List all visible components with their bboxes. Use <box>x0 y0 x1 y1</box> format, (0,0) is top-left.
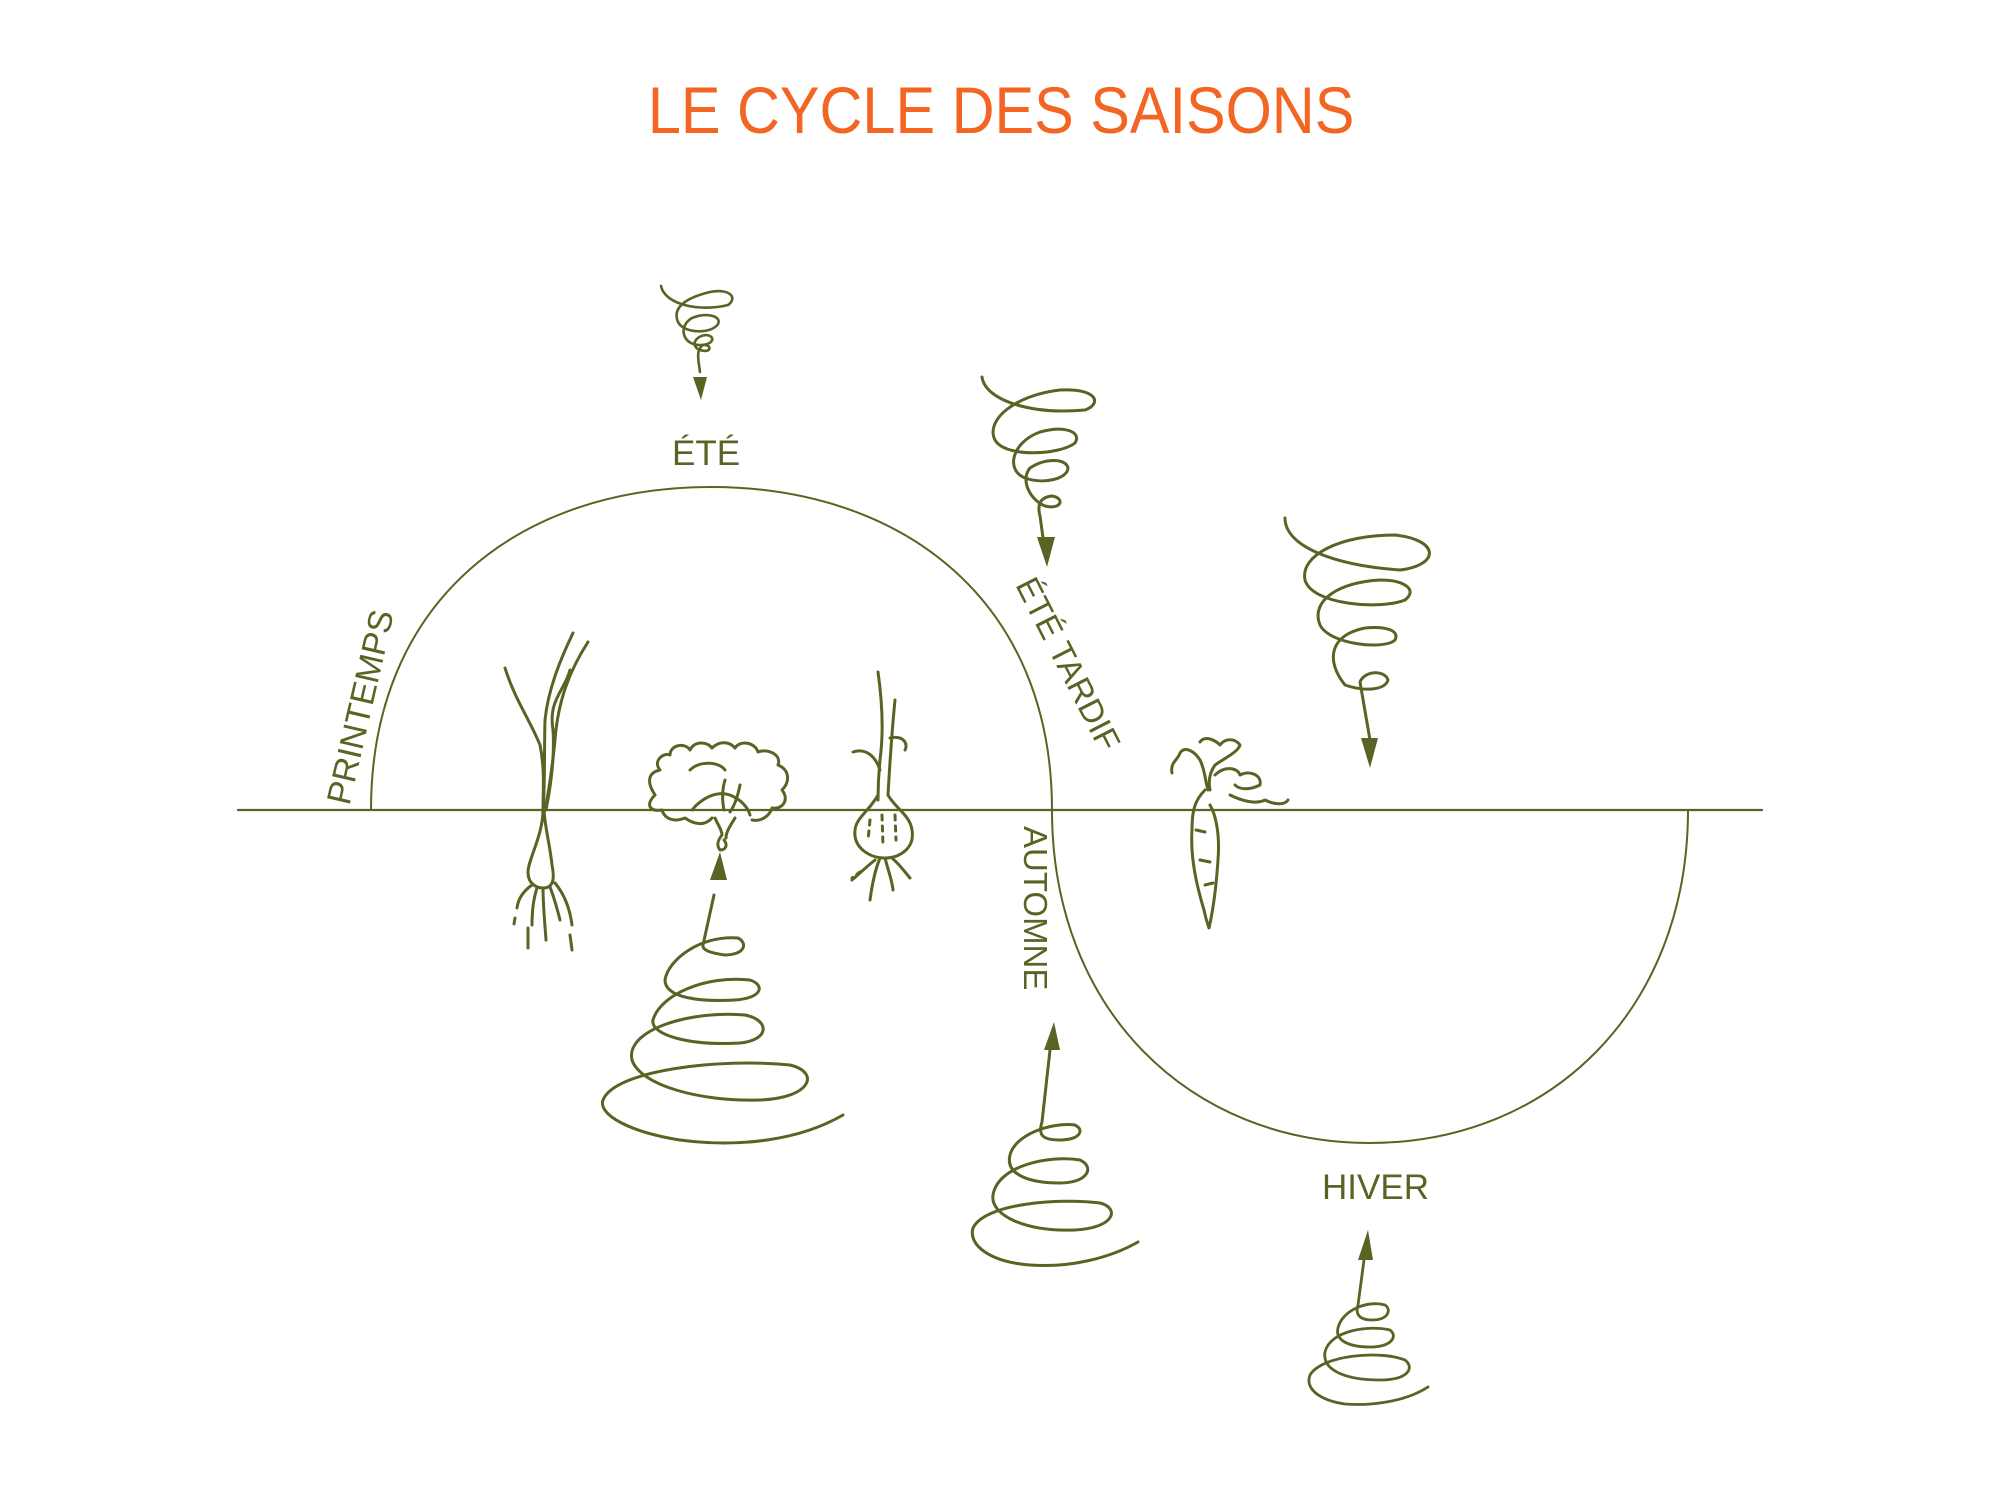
carrot-icon <box>1170 737 1290 930</box>
hiver-top-spiral-icon <box>1283 516 1431 768</box>
hiver-bottom-spiral-icon <box>1307 1230 1430 1406</box>
ete-spiral-icon <box>659 284 734 400</box>
leek-icon <box>503 631 590 952</box>
season-label-ete: ÉTÉ <box>672 434 741 473</box>
summer-arc <box>370 486 1053 811</box>
garlic-icon <box>850 670 914 902</box>
season-label-hiver: HIVER <box>1322 1168 1429 1207</box>
diagram-title: LE CYCLE DES SAISONS <box>647 73 1355 147</box>
printemps-spiral-icon <box>601 852 845 1145</box>
season-label-automne: AUTOMNE <box>1017 826 1054 991</box>
automne-spiral-icon <box>970 1022 1140 1268</box>
lettuce-icon <box>648 741 789 852</box>
winter-arc <box>1051 809 1689 1144</box>
ete-tardif-spiral-icon <box>980 375 1097 567</box>
